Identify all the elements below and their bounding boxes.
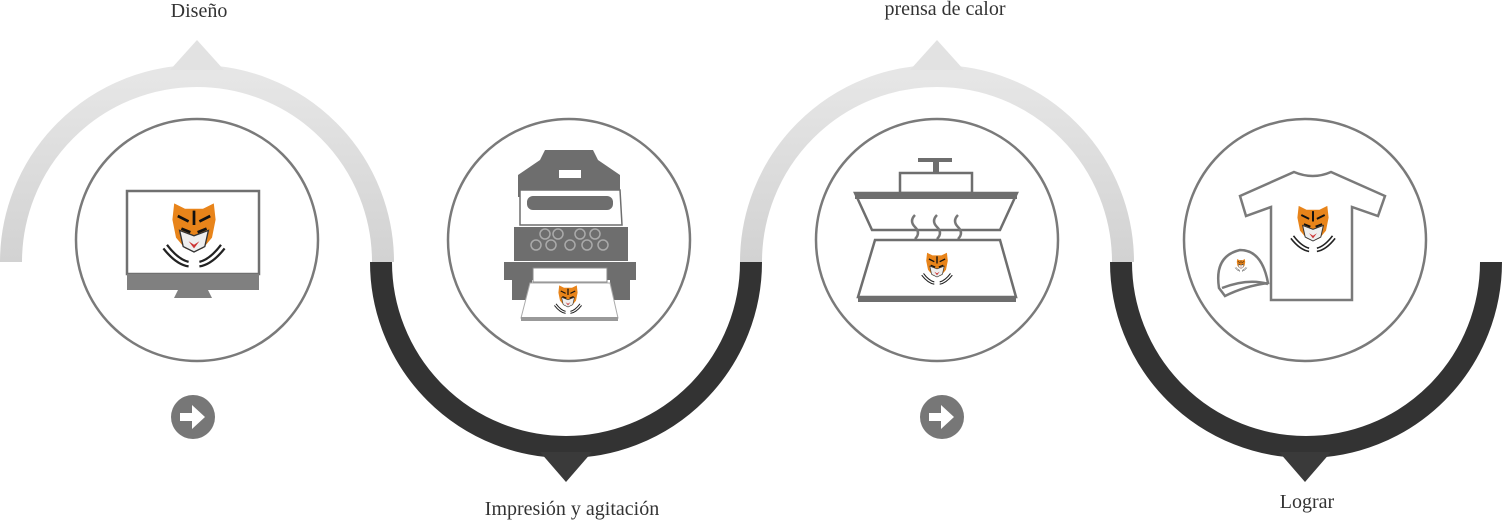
printer-icon [504, 150, 636, 321]
arc-step-1 [0, 65, 394, 263]
pointer-step-1 [170, 40, 224, 70]
pointer-step-2 [540, 452, 592, 482]
step-3-label: prensa de calor [884, 0, 1006, 20]
monitor-icon [125, 189, 261, 298]
arc-step-3 [740, 65, 1134, 263]
arrow-right-icon [920, 395, 964, 439]
step-4-label: Lograr [1279, 491, 1335, 513]
pointer-step-3 [910, 40, 964, 70]
arrow-right-icon [171, 395, 215, 439]
arc-step-2 [370, 261, 762, 458]
heat-press-icon [853, 158, 1019, 302]
tshirt-cap-icon [1216, 170, 1387, 302]
pointer-step-4 [1279, 452, 1331, 482]
step-2-label: Impresión y agitación [484, 498, 660, 520]
step-1-label: Diseño [170, 0, 228, 22]
arc-step-4 [1110, 261, 1502, 458]
